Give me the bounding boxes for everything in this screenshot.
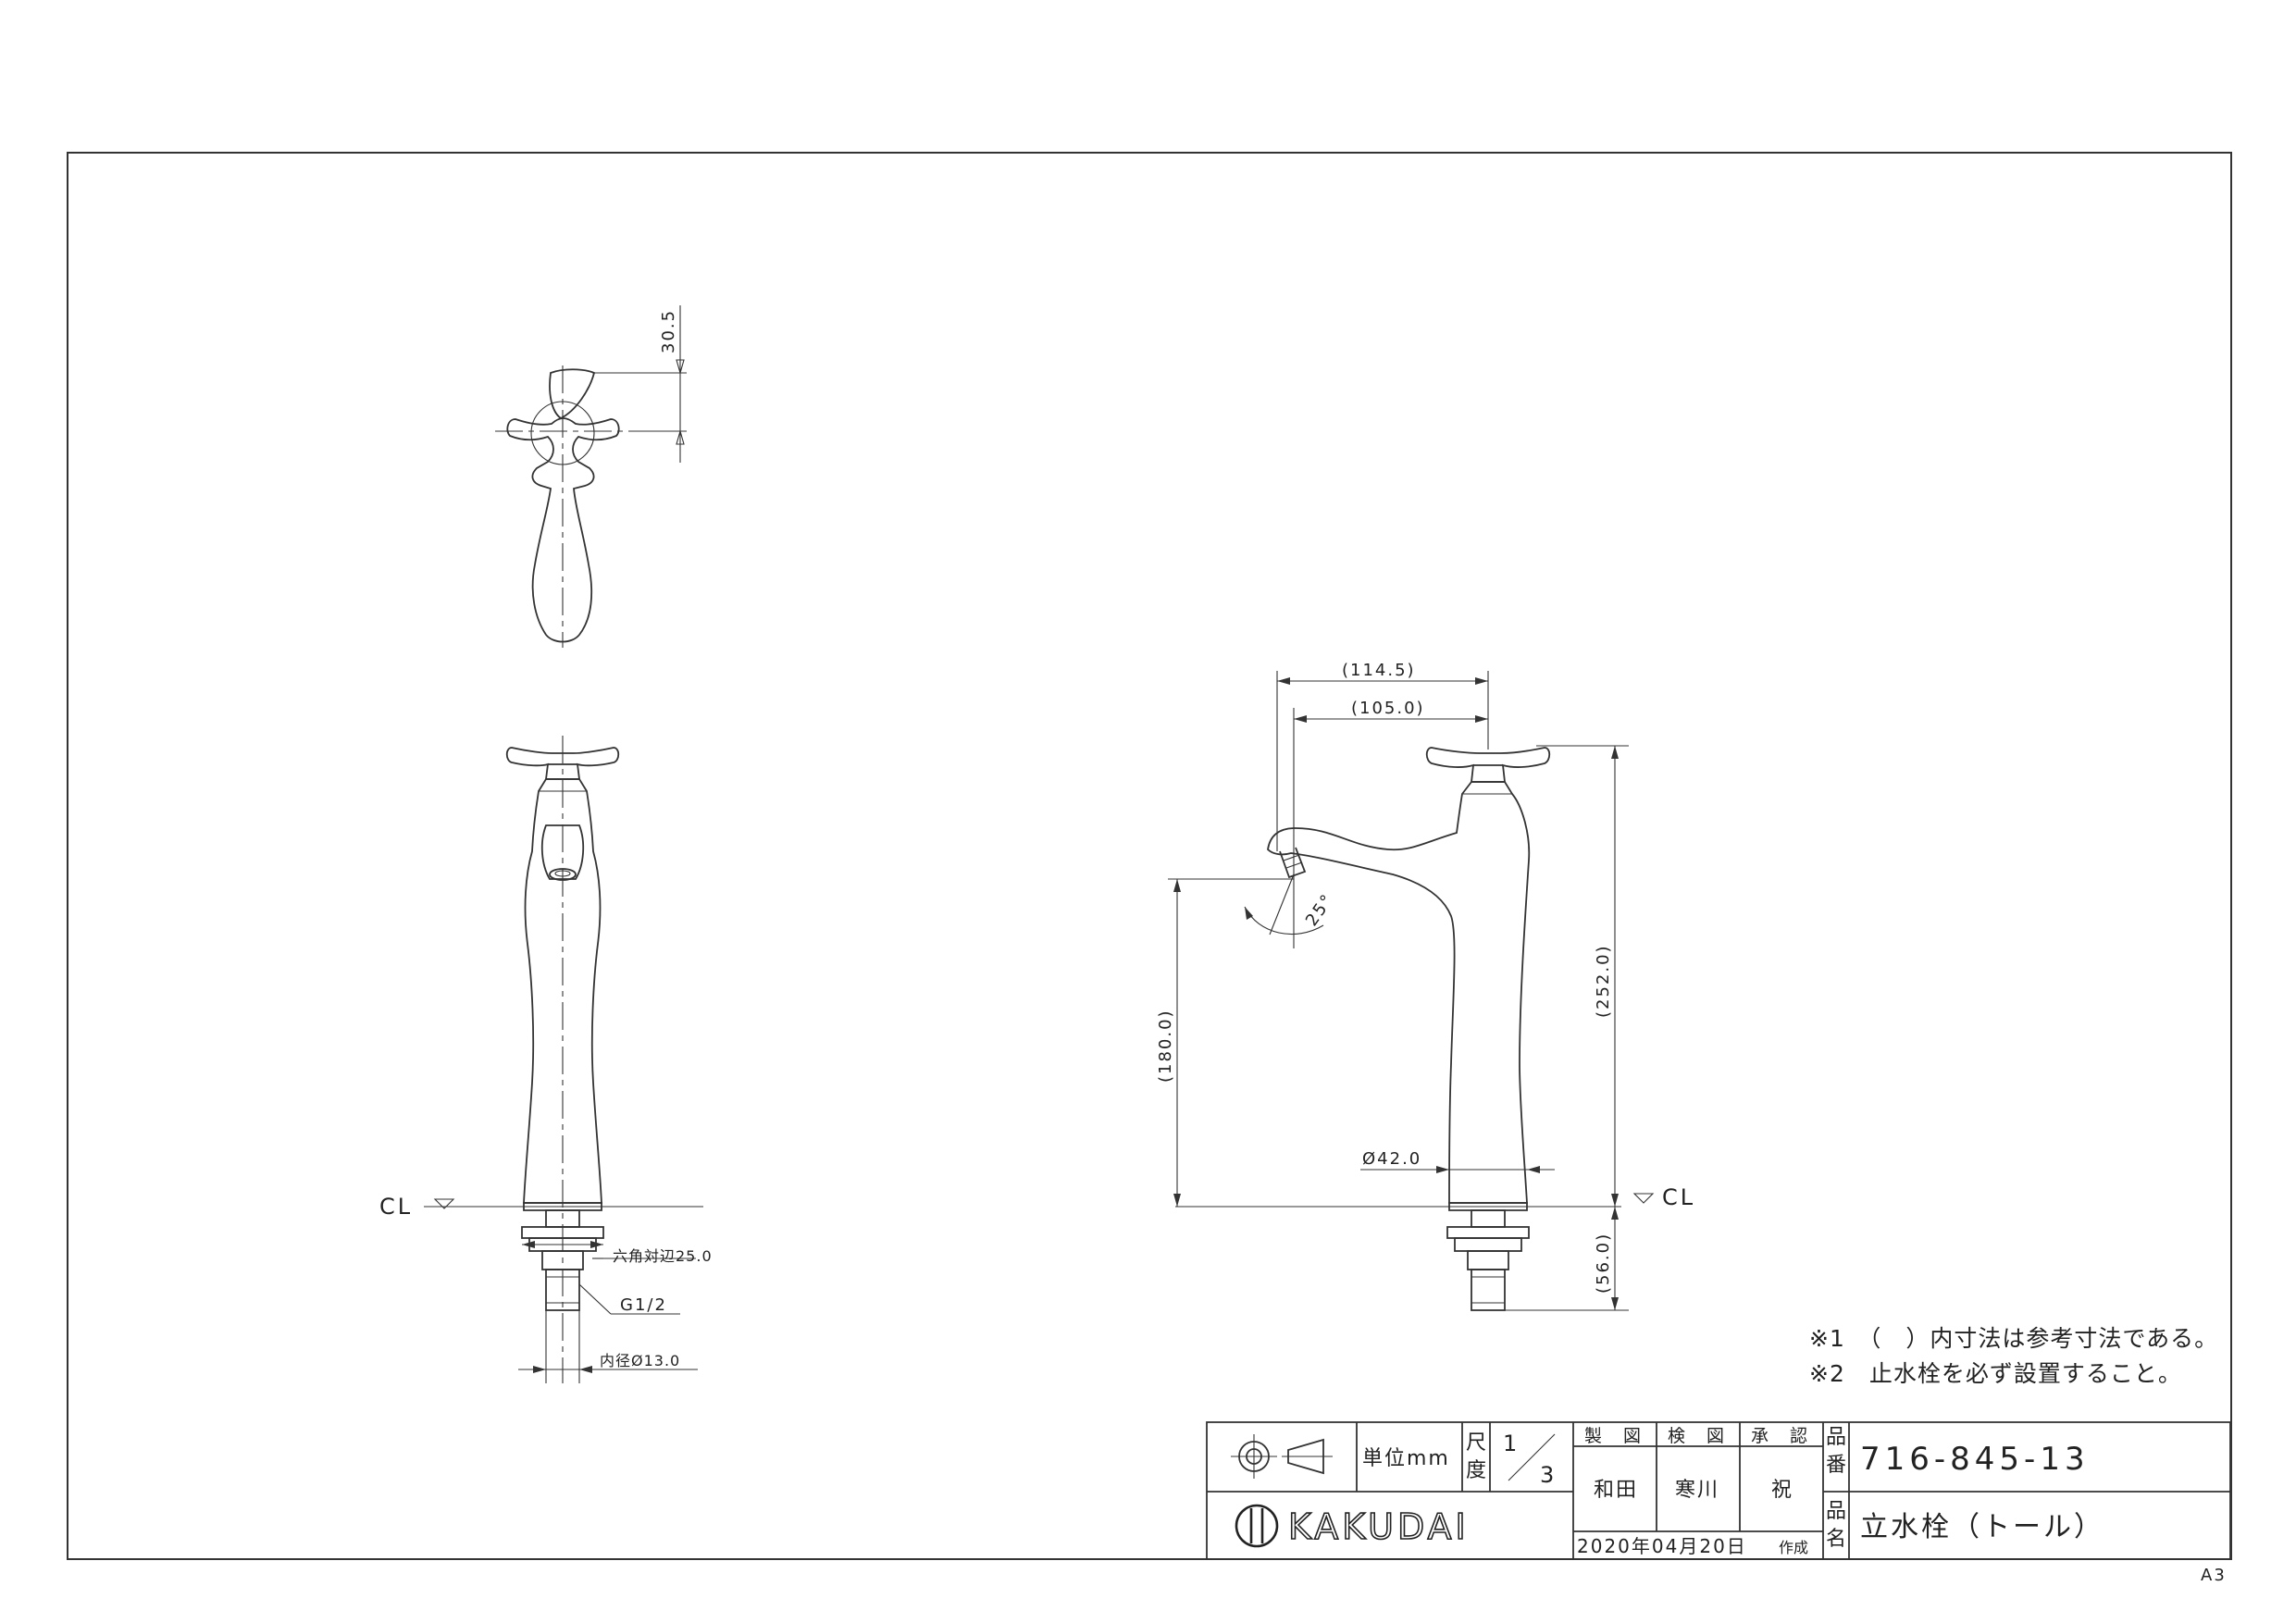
drawing-frame: [67, 152, 2232, 1560]
side-view: 25° CL (114.5) (105.0) (252.0) (18: [1156, 661, 1695, 1311]
dim-total-height: (252.0): [1594, 944, 1613, 1018]
note-2: ※2 止水栓を必ず設置すること。: [1809, 1360, 2182, 1387]
dim-hex: 六角対辺25.0: [613, 1247, 713, 1265]
product-name: 立水栓（トール）: [1860, 1511, 2104, 1543]
top-view: 30.5: [495, 305, 687, 648]
note-1: ※1 （ ）内寸法は参考寸法である。: [1809, 1325, 2218, 1352]
scale-label-1: 尺: [1466, 1431, 1488, 1455]
right-cl-label: CL: [1662, 1184, 1695, 1210]
unit-label: 単位mm: [1362, 1447, 1450, 1470]
dim-inner: 内径Ø13.0: [600, 1352, 680, 1369]
dim-base-dia: Ø42.0: [1362, 1149, 1421, 1169]
scale-num: 1: [1503, 1431, 1517, 1456]
scale-label-2: 度: [1466, 1459, 1488, 1482]
front-view: CL 六角対辺25.0 G1/2 内径Ø13.0: [379, 736, 713, 1383]
checked-label: 検 図: [1668, 1426, 1726, 1446]
left-cl-label: CL: [379, 1194, 413, 1220]
name-label-1: 品: [1826, 1500, 1848, 1523]
created-label: 作成: [1779, 1539, 1808, 1556]
brand-name: KAKUDAI: [1288, 1506, 1470, 1547]
scale-den: 3: [1540, 1462, 1554, 1488]
part-no-label-1: 品: [1826, 1426, 1848, 1449]
dim-handle-height: 30.5: [659, 309, 678, 353]
part-number: 716-845-13: [1860, 1441, 2090, 1478]
creation-date: 2020年04月20日: [1577, 1535, 1747, 1557]
approved-by: 祝: [1771, 1479, 1793, 1502]
dim-thread: G1/2: [620, 1295, 667, 1315]
part-no-label-2: 番: [1826, 1454, 1848, 1477]
dim-spout-height: (180.0): [1156, 1009, 1175, 1083]
checked-by: 寒川: [1675, 1479, 1719, 1502]
dim-reach-outer: (114.5): [1342, 661, 1416, 680]
drawn-by: 和田: [1594, 1479, 1638, 1502]
projection-symbol-icon: [1231, 1434, 1333, 1479]
approved-label: 承 認: [1751, 1426, 1809, 1446]
sheet-size: A3: [2201, 1566, 2227, 1585]
dim-shank: (56.0): [1594, 1233, 1613, 1294]
title-block: 単位mm 尺 度 1 3 製 図 検 図 承 認 和田 寒川 祝 2020年04…: [1206, 1421, 2231, 1560]
dim-reach-inner: (105.0): [1351, 699, 1425, 718]
dim-angle: 25°: [1302, 890, 1338, 930]
name-label-2: 名: [1826, 1528, 1848, 1551]
drawn-label: 製 図: [1584, 1426, 1643, 1446]
brand-logo: KAKUDAI: [1235, 1504, 1470, 1548]
